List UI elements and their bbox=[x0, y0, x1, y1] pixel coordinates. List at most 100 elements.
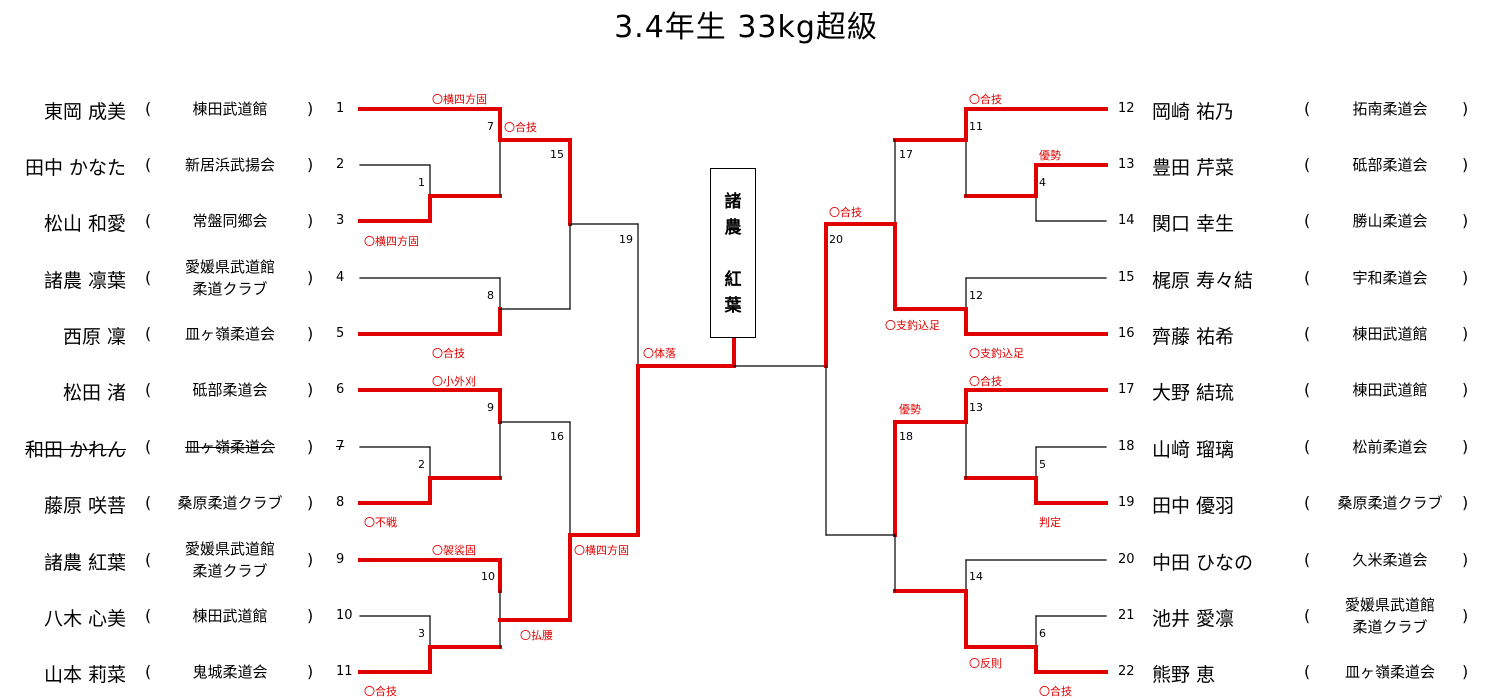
result-label: 〇払腰 bbox=[520, 629, 553, 642]
entry-number: 15 bbox=[1118, 270, 1135, 285]
open-paren: ( bbox=[145, 324, 152, 343]
close-paren: ) bbox=[1462, 493, 1469, 512]
club-line: 桑原柔道クラブ bbox=[177, 494, 283, 512]
match-number-5: 5 bbox=[1039, 458, 1046, 471]
club-name: 棟田武道館 bbox=[1320, 379, 1460, 401]
club-name: 桑原柔道クラブ bbox=[160, 492, 300, 514]
player-name: 熊野 恵 bbox=[1152, 664, 1216, 686]
player-name: 齊藤 祐希 bbox=[1152, 326, 1235, 348]
entry-number: 17 bbox=[1118, 382, 1135, 397]
open-paren: ( bbox=[145, 99, 152, 118]
match-number-7: 7 bbox=[487, 120, 494, 133]
entry-number: 3 bbox=[336, 213, 345, 228]
club-name: 久米柔道会 bbox=[1320, 549, 1460, 571]
player-name: 諸農 紅葉 bbox=[43, 552, 126, 574]
club-name: 砥部柔道会 bbox=[160, 379, 300, 401]
club-name: 宇和柔道会 bbox=[1320, 267, 1460, 289]
club-name: 常盤同郷会 bbox=[160, 210, 300, 232]
match-number-6: 6 bbox=[1039, 627, 1046, 640]
open-paren: ( bbox=[1304, 662, 1311, 681]
open-paren: ( bbox=[1304, 606, 1311, 625]
club-line: 愛媛県武道館 bbox=[184, 540, 275, 558]
result-label: 優勢 bbox=[1039, 149, 1061, 162]
match-number-3: 3 bbox=[418, 627, 425, 640]
close-paren: ) bbox=[1462, 550, 1469, 569]
open-paren: ( bbox=[1304, 437, 1311, 456]
open-paren: ( bbox=[1304, 493, 1311, 512]
entry-number: 18 bbox=[1118, 439, 1135, 454]
club-name: 皿ヶ嶺柔道会 bbox=[1320, 661, 1460, 683]
club-name: 松前柔道会 bbox=[1320, 436, 1460, 458]
close-paren: ) bbox=[307, 268, 314, 287]
entry-number: 2 bbox=[336, 157, 345, 172]
result-label: 〇袈裟固 bbox=[432, 544, 476, 557]
result-label: 〇合技 bbox=[1039, 685, 1072, 698]
player-name: 山﨑 瑠璃 bbox=[1152, 439, 1235, 461]
entry-number: 9 bbox=[336, 552, 345, 567]
player-name: 松田 渚 bbox=[62, 382, 126, 404]
club-line: 常盤同郷会 bbox=[192, 212, 268, 230]
club-name: 新居浜武揚会 bbox=[160, 154, 300, 176]
club-name: 砥部柔道会 bbox=[1320, 154, 1460, 176]
open-paren: ( bbox=[145, 155, 152, 174]
result-label: 〇合技 bbox=[364, 685, 397, 698]
page-title: 3.4年生 33kg超級 bbox=[614, 10, 878, 45]
club-name: 皿ヶ嶺柔道会 bbox=[160, 436, 300, 458]
club-name: 勝山柔道会 bbox=[1320, 210, 1460, 232]
club-line: 柔道クラブ bbox=[192, 280, 268, 298]
entry-number: 8 bbox=[336, 495, 345, 510]
result-label: 〇合技 bbox=[969, 93, 1002, 106]
match-number-10: 10 bbox=[481, 570, 495, 583]
open-paren: ( bbox=[145, 211, 152, 230]
open-paren: ( bbox=[1304, 99, 1311, 118]
club-line: 棟田武道館 bbox=[192, 607, 268, 625]
close-paren: ) bbox=[1462, 437, 1469, 456]
result-label: 〇体落 bbox=[643, 347, 676, 360]
club-line: 宇和柔道会 bbox=[1352, 269, 1428, 287]
player-name: 岡崎 祐乃 bbox=[1152, 101, 1235, 123]
open-paren: ( bbox=[1304, 324, 1311, 343]
club-line: 棟田武道館 bbox=[1352, 325, 1428, 343]
open-paren: ( bbox=[145, 380, 152, 399]
club-line: 砥部柔道会 bbox=[1352, 156, 1428, 174]
match-number-4: 4 bbox=[1039, 176, 1046, 189]
open-paren: ( bbox=[1304, 155, 1311, 174]
match-number-2: 2 bbox=[418, 458, 425, 471]
champion-char: 葉 bbox=[724, 296, 742, 316]
champion-box: 諸 農 紅 葉 bbox=[710, 168, 756, 338]
entry-number: 22 bbox=[1118, 664, 1135, 679]
player-name: 八木 心美 bbox=[43, 608, 126, 630]
club-line: 砥部柔道会 bbox=[192, 381, 268, 399]
club-line: 皿ヶ嶺柔道会 bbox=[184, 438, 275, 456]
close-paren: ) bbox=[307, 211, 314, 230]
club-line: 棟田武道館 bbox=[1352, 381, 1428, 399]
result-label: 〇不戦 bbox=[364, 516, 397, 529]
entry-number: 6 bbox=[336, 382, 345, 397]
close-paren: ) bbox=[307, 380, 314, 399]
close-paren: ) bbox=[307, 324, 314, 343]
result-label: 〇横四方固 bbox=[574, 544, 629, 557]
club-name: 愛媛県武道館柔道クラブ bbox=[1320, 594, 1460, 638]
player-name: 松山 和愛 bbox=[43, 213, 126, 235]
match-number-13: 13 bbox=[969, 401, 983, 414]
match-number-17: 17 bbox=[899, 148, 913, 161]
match-number-14: 14 bbox=[969, 570, 983, 583]
close-paren: ) bbox=[307, 437, 314, 456]
club-line: 勝山柔道会 bbox=[1352, 212, 1428, 230]
close-paren: ) bbox=[1462, 324, 1469, 343]
club-line: 鬼城柔道会 bbox=[192, 663, 268, 681]
result-label: 優勢 bbox=[899, 403, 921, 416]
club-name: 棟田武道館 bbox=[160, 98, 300, 120]
open-paren: ( bbox=[1304, 380, 1311, 399]
player-name: 梶原 寿々結 bbox=[1152, 270, 1254, 292]
entry-number: 1 bbox=[336, 101, 345, 116]
result-label: 〇反則 bbox=[969, 657, 1002, 670]
open-paren: ( bbox=[145, 606, 152, 625]
entry-number: 20 bbox=[1118, 552, 1135, 567]
open-paren: ( bbox=[1304, 550, 1311, 569]
match-number-19: 19 bbox=[619, 233, 633, 246]
club-line: 柔道クラブ bbox=[1352, 618, 1428, 636]
club-line: 拓南柔道会 bbox=[1352, 100, 1428, 118]
entry-number: 5 bbox=[336, 326, 345, 341]
